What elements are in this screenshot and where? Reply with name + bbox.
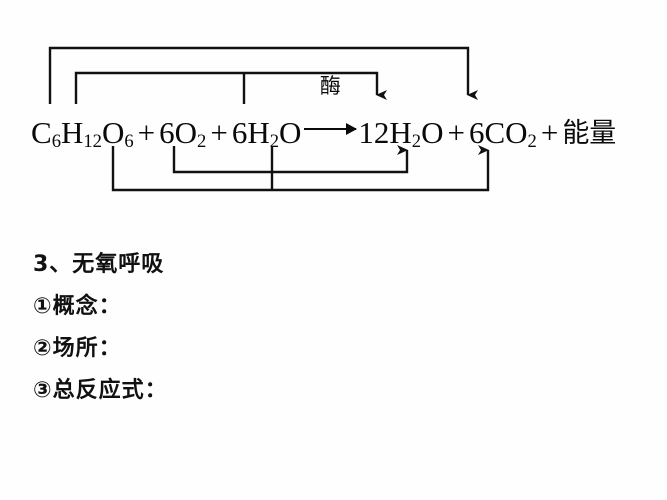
term-product-water: 12H2O (358, 113, 443, 162)
glucose-h: H (60, 115, 84, 150)
glucose-o-count: 6 (124, 131, 134, 153)
connector-carbon-to-co2 (48, 46, 478, 104)
notes-item-concept: ①概念： (33, 294, 122, 319)
plus-sign-3: + (447, 115, 465, 150)
term-glucose: C6H12O6 (31, 113, 134, 162)
notes-item-overall-equation: ③总反应式： (33, 378, 168, 403)
product-water-h-count: 2 (411, 131, 422, 153)
term-oxygen: 6O2 (159, 113, 206, 162)
notes-block: 3、无氧呼吸 ①概念： ②场所： ③总反应式： (33, 244, 453, 412)
product-water-o: O (421, 115, 444, 150)
term-carbon-dioxide: 6CO2 (469, 113, 537, 162)
notes-item-location: ②场所： (33, 336, 122, 361)
enzyme-catalyst-label: 酶 (319, 74, 341, 98)
reactant-water-h: 6H (231, 115, 270, 150)
plus-sign-2: + (210, 115, 228, 150)
product-water-h: 12H (358, 115, 412, 150)
term-reactant-water: 6H2O (232, 113, 302, 162)
glucose-o: O (101, 115, 125, 150)
reaction-arrow-head-icon (346, 123, 358, 135)
reactant-water-o: O (279, 115, 302, 150)
notes-heading: 3、无氧呼吸 (33, 252, 165, 277)
oxygen-count: 2 (197, 131, 207, 153)
glucose-h-count: 12 (83, 131, 102, 153)
glucose-c: C (31, 115, 52, 150)
glucose-c-count: 6 (51, 131, 61, 153)
co2-count: 2 (527, 131, 537, 153)
plus-sign-4: + (540, 115, 559, 150)
plus-sign-1: + (137, 115, 156, 150)
reactant-water-h-count: 2 (269, 131, 279, 153)
co2-symbol: 6CO (468, 115, 528, 150)
reaction-arrow-shaft (304, 128, 357, 130)
term-energy: 能量 (562, 118, 617, 149)
reaction-arrow-group: 酶 (304, 76, 358, 143)
oxygen-symbol: 6O (159, 115, 198, 150)
